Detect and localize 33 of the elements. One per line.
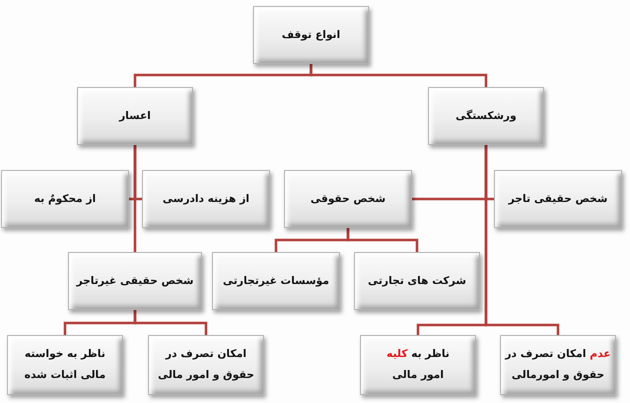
- connector-line: [134, 64, 312, 87]
- box-label: انواع توقف: [282, 28, 340, 43]
- category-box: [142, 170, 270, 228]
- connector-line: [64, 310, 136, 335]
- category-box: [7, 335, 123, 395]
- box-label: ورشکستگی: [456, 108, 516, 124]
- category-box: [500, 335, 616, 395]
- box-label: عدم امکان تصرف در حقوق و امورمالی: [504, 347, 612, 383]
- box-label: شخص حقیقی تاجر: [508, 192, 608, 207]
- category-box: [148, 335, 264, 395]
- category-box: [253, 6, 369, 64]
- category-box: [68, 252, 202, 310]
- box-label: شخص حقوقی: [310, 192, 386, 207]
- category-box: [494, 170, 622, 228]
- box-label: امکان تصرف در حقوق و امور مالی: [156, 347, 256, 383]
- category-box: [284, 170, 412, 228]
- connector-line: [274, 228, 350, 252]
- box-label: ناظر به خواسته مالی اثبات شده: [23, 347, 107, 383]
- box-label: از هزینه دادرسی: [162, 192, 250, 206]
- box-label: از محکومٌ به: [34, 192, 96, 207]
- category-box: [1, 170, 129, 228]
- connector-line: [134, 145, 136, 252]
- connector-line: [416, 145, 488, 335]
- box-label: شرکت های تجارتی: [368, 274, 466, 289]
- category-box: [360, 335, 476, 395]
- box-label: شخص حقیقی غیرتاجر: [76, 274, 194, 289]
- box-label: اعسار: [119, 108, 151, 124]
- category-box: [212, 252, 340, 310]
- box-label: مؤسسات غیرتجارتی: [222, 274, 330, 289]
- category-box: [354, 252, 480, 310]
- box-label: ناظر به کلیه امور مالی: [386, 347, 450, 383]
- category-box: [77, 87, 193, 145]
- category-box: [428, 87, 544, 145]
